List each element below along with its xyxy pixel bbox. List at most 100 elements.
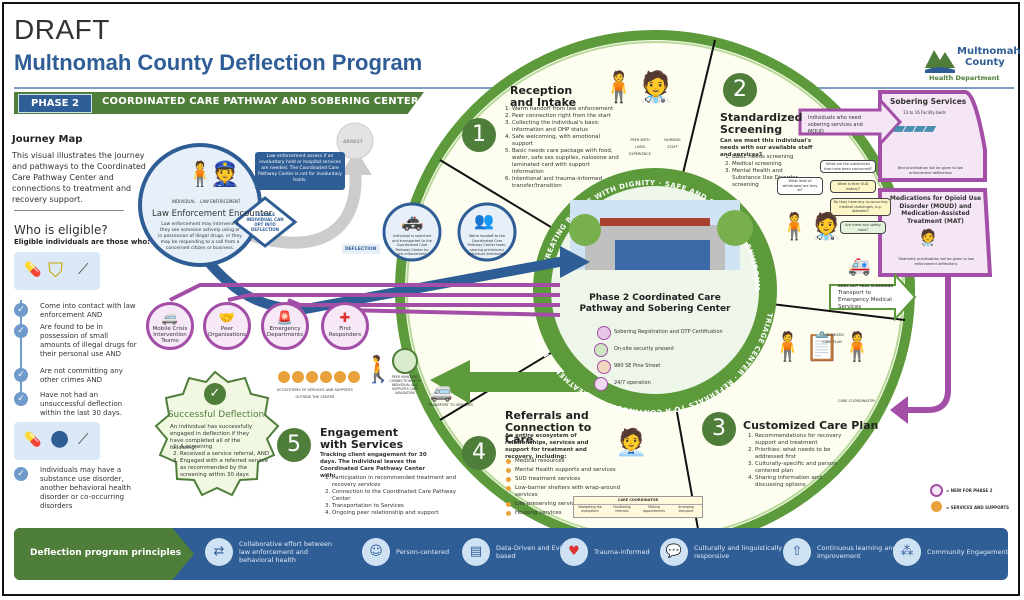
step-3-clipboard: CUSTOMIZED CARE PLAN	[820, 333, 844, 344]
cycle-arrow-icon: ⇧	[783, 538, 811, 566]
successful-deflection-item: Received a service referral, AND	[180, 451, 270, 458]
phase-band	[14, 92, 424, 114]
screening-figures-icon: 🧍🧑‍⚕️	[778, 212, 843, 242]
step-1-item: Basic needs care package with food, wate…	[512, 148, 622, 176]
officer-figure-icon: 👮	[210, 160, 240, 188]
principle-label: Culturally and linguistically responsive	[694, 544, 783, 560]
referral-source: 🚐Mobile Crisis Intervention Teams	[146, 302, 194, 350]
journey-map-title: Journey Map	[12, 134, 83, 145]
legend-new-label: = NEW FOR PHASE 2	[946, 488, 993, 493]
check-icon: ✓	[14, 324, 28, 338]
phase-tag: PHASE 2	[18, 94, 92, 113]
ambulance-icon: 🚑	[848, 256, 871, 277]
speech-bubble: What is their SUD history?	[830, 180, 876, 193]
moud-note: Treatment prioritization will be given t…	[898, 257, 974, 266]
referral-source-label: Emergency Departments	[266, 326, 304, 338]
step-5-item: Ongoing peer relationship and support	[332, 510, 457, 517]
eligibility-criterion: Have not had an unsuccessful deflection …	[40, 391, 123, 417]
shield-icon	[594, 343, 608, 357]
return-purple-arrow	[905, 275, 951, 413]
pill-icon: 💊	[24, 262, 42, 278]
care-plan-figures-icon: 🧍📋🧍	[770, 330, 875, 363]
referral-source-label: Peer Organizations	[207, 326, 247, 338]
step-4-item: Housing services	[506, 510, 635, 517]
step-4-item: Low-barrier shelters with wrap-around se…	[506, 485, 635, 499]
center-feature: 980 SE Pine Street	[614, 363, 661, 369]
step-2-list: Basic needs screeningMedical screeningMe…	[720, 154, 802, 189]
step-2-item: Mental Health and Substance Use Disorder…	[732, 168, 802, 189]
successful-deflection-item: Engaged with a referred service as recom…	[180, 458, 270, 479]
clock-icon	[594, 377, 608, 391]
badge-icon: ⛉	[48, 258, 63, 282]
step-3-item: Sharing information and discussing optio…	[755, 475, 845, 489]
step-3-item: Recommendations for recovery support and…	[755, 433, 845, 447]
principle-label: Collaborative effort between law enforce…	[239, 540, 332, 564]
center-feature: On-site security present	[614, 346, 675, 352]
sobering-outline	[878, 90, 987, 182]
principles-title-band	[14, 528, 194, 580]
successful-deflection-item: A screening	[180, 444, 270, 451]
coordinator-task: Facilitating referrals	[613, 505, 631, 513]
step-2-number: 2	[723, 73, 757, 107]
handoff-circle	[457, 202, 517, 262]
arrest-circle	[336, 122, 374, 160]
eligibility-criterion: Are not committing any other crimes AND	[40, 367, 123, 384]
step-4-item: Mental Health supports and services	[506, 467, 635, 474]
step-1-item: Collecting the individual's basic inform…	[512, 120, 622, 134]
principle-item: ⁂Community Engagement	[893, 538, 1024, 566]
deflection-label: DEFLECTION	[345, 247, 377, 252]
principle-item: ⇧Continuous learning and improvement	[783, 538, 917, 566]
certificate-icon	[597, 326, 611, 340]
transport-circle	[382, 202, 442, 262]
referral-line	[287, 298, 560, 307]
successful-deflection-title: Successful Deflection	[167, 410, 265, 420]
step-5-intro: Tracking client engagement for 30 days. …	[320, 452, 427, 479]
check-icon: ✓	[14, 467, 28, 481]
community-icon: ⁂	[893, 538, 921, 566]
speech-heart-icon: 💬	[660, 538, 688, 566]
service-icon	[320, 371, 332, 383]
emergency-text: Transport to Emergency Medical Services	[838, 290, 892, 310]
emergency-label: DOES NOT PASS SCREENING	[838, 284, 894, 288]
law-enforcement-text: Law enforcement may intervene if they se…	[158, 222, 242, 251]
care-coordinator-title: CARE COORDINATOR	[574, 497, 702, 505]
eligibility-title: Who is eligible?	[14, 223, 108, 237]
successful-deflection-badge	[154, 370, 280, 497]
step-1-label-peer: PEER WITH LIVED EXPERIENCE	[629, 138, 651, 156]
bullet-icon	[506, 511, 511, 516]
step-4-item: SUD treatment services	[506, 476, 635, 483]
principle-item: ♥Trauma-informed	[560, 538, 654, 566]
step-1-item: Safe welcoming, with emotional support	[512, 134, 622, 148]
principle-item: ☺Person-centered	[362, 538, 456, 566]
arrest-label: ARREST	[343, 140, 363, 145]
sobering-note: Bed prioritization will be given to law …	[898, 166, 963, 175]
step-4-item: Life-preserving services	[506, 501, 635, 508]
law-enforcement-title: Law Enforcement Encounter	[152, 209, 273, 219]
successful-deflection-list: A screeningReceived a service referral, …	[170, 444, 270, 479]
ecosystem-icons	[278, 371, 360, 383]
person-figure-icon: 🧍	[185, 160, 215, 188]
building-roof	[600, 218, 710, 226]
center-feature: Sobering Registration and OTP Certificat…	[614, 329, 723, 335]
step-1-number: 1	[462, 118, 496, 152]
peer-avatar	[392, 348, 418, 374]
step-4-item: Medical resources	[506, 458, 635, 465]
document-icon: ▤	[462, 538, 490, 566]
speech-bubble: Do they have any co-occurring medical ch…	[830, 198, 891, 216]
step-3-role: CARE COORDINATOR	[838, 399, 875, 403]
location-pin-icon	[597, 360, 611, 374]
referral-source: ✚First Responders	[321, 302, 369, 350]
speech-bubble: What level of withdrawal are they at?	[777, 177, 823, 195]
logo-line1: Multnomah	[957, 46, 1021, 57]
divider	[14, 210, 124, 211]
center-feature: 24/7 operation	[614, 380, 651, 386]
care-coordinator-box: CARE COORDINATOR Navigating the ecosyste…	[573, 496, 703, 518]
referral-line	[169, 283, 560, 302]
step-5-number: 5	[277, 428, 311, 462]
county-logo: Multnomah County Health Department	[925, 44, 1021, 84]
walking-person-icon: 🚶	[362, 355, 395, 385]
reception-figures-icon: 🧍🧑‍⚕️	[600, 70, 675, 105]
principle-item: 💬 Culturally and linguistically responsiv…	[660, 538, 794, 566]
